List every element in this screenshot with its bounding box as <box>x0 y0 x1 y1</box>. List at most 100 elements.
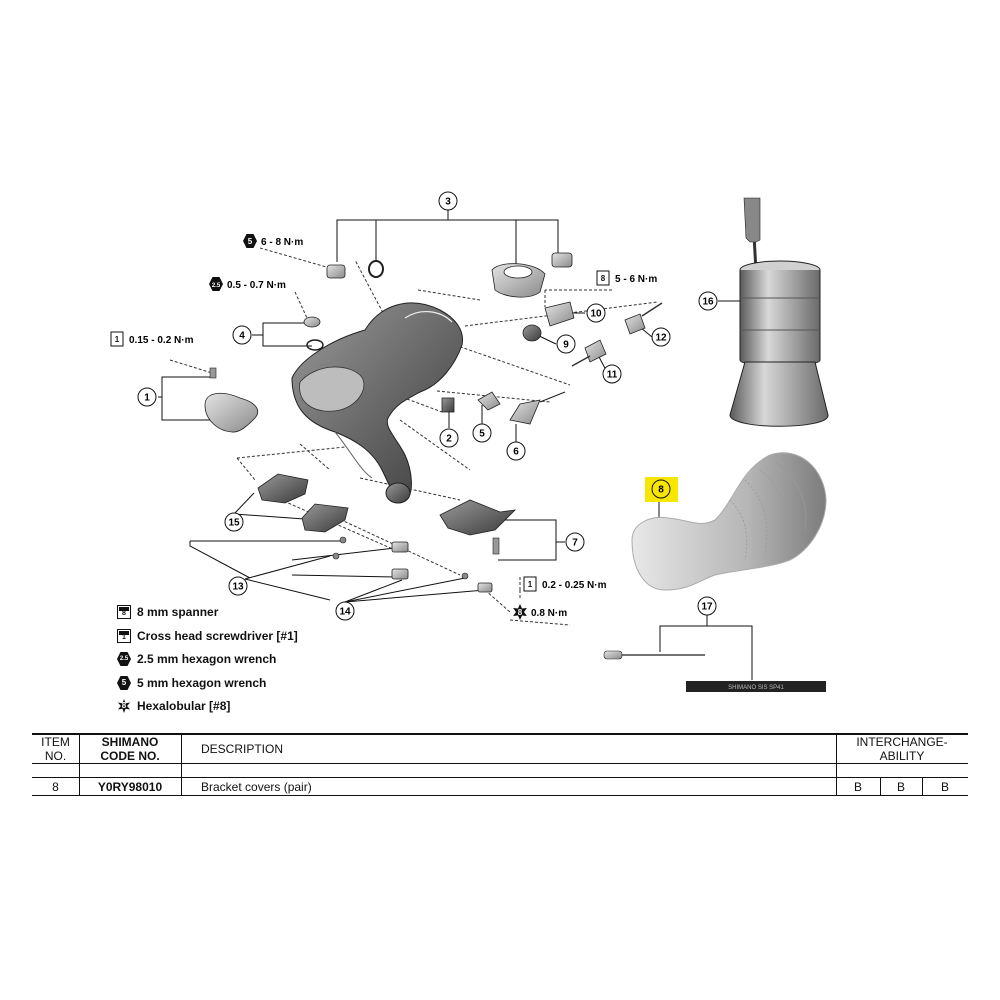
hex-wrench-icon <box>209 277 223 291</box>
tool-code: 1 <box>115 335 120 344</box>
main-lever-body <box>291 302 464 504</box>
torque-hex5: 5 6 - 8 N·m <box>243 234 303 248</box>
row-interchange-c: B <box>940 779 949 794</box>
callout-11: 11 <box>602 364 622 384</box>
legend-label: Cross head screwdriver [#1] <box>137 629 298 643</box>
cable-print: SHIMANO SIS SP41 <box>728 685 784 691</box>
part-2-5-6-small-parts <box>441 391 566 425</box>
row-description: Bracket covers (pair) <box>201 779 312 794</box>
torque-value: 0.8 N·m <box>531 608 567 619</box>
tool-code: 8 <box>518 608 523 617</box>
callout-1: 1 <box>137 387 157 407</box>
part-15-clamp-plates <box>257 473 349 533</box>
tool-code: 1 <box>528 580 533 589</box>
svg-text:5: 5 <box>479 429 485 440</box>
legend-label: 8 mm spanner <box>137 605 219 619</box>
callout-8: 8 <box>651 479 671 499</box>
svg-text:9: 9 <box>563 340 569 351</box>
legend-hexalobular: 8 Hexalobular [#8] <box>117 699 230 713</box>
screwdriver-icon <box>523 576 537 592</box>
leader-lines <box>158 210 753 680</box>
callout-13: 13 <box>228 576 248 596</box>
part-16-installation-tool <box>729 197 829 427</box>
legend-label: 2.5 mm hexagon wrench <box>137 652 277 666</box>
callout-2: 2 <box>439 428 459 448</box>
svg-text:16: 16 <box>702 297 714 308</box>
hex-wrench-icon <box>243 234 257 248</box>
svg-text:11: 11 <box>607 370 618 381</box>
part-3-fixing-parts <box>326 252 573 298</box>
callout-4: 4 <box>232 325 252 345</box>
tool-code: 5 <box>248 237 253 246</box>
part-8-bracket-cover <box>631 452 827 591</box>
hex-wrench-icon: 2.5 <box>117 652 131 666</box>
torque-value: 5 - 6 N·m <box>615 274 657 285</box>
svg-text:8: 8 <box>658 485 664 496</box>
tool-code: 8 <box>601 274 606 283</box>
legend-screwdriver: 1 Cross head screwdriver [#1] <box>117 629 298 643</box>
svg-text:15: 15 <box>228 518 240 529</box>
svg-text:1: 1 <box>144 393 150 404</box>
torque-labels: 5 6 - 8 N·m 2.5 0.5 - 0.7 N·m 1 0.15 - 0.2 N·… <box>110 234 657 620</box>
part-1-lever-cap <box>204 367 259 433</box>
torque-value: 6 - 8 N·m <box>261 237 303 248</box>
svg-text:13: 13 <box>232 582 244 593</box>
svg-text:2: 2 <box>446 434 452 445</box>
header-interchangeability: INTERCHANGE-ABILITY <box>856 735 948 763</box>
legend-hex-5: 5 5 mm hexagon wrench <box>117 676 266 690</box>
callout-16: 16 <box>698 291 718 311</box>
svg-text:10: 10 <box>590 309 602 320</box>
part-4-screw-washer <box>303 316 324 351</box>
svg-text:17: 17 <box>701 602 713 613</box>
row-code-no: Y0RY98010 <box>97 779 163 794</box>
row-item-no: 8 <box>52 779 59 794</box>
part-13-14-bolts <box>332 536 493 593</box>
legend-spanner: 8 8 mm spanner <box>117 605 218 619</box>
hex-wrench-icon: 5 <box>117 676 131 690</box>
svg-text:6: 6 <box>513 447 519 458</box>
svg-text:4: 4 <box>239 331 245 342</box>
part-7-cover-plate <box>439 499 517 555</box>
header-description: DESCRIPTION <box>201 742 284 756</box>
torque-hexalobular: 8 0.8 N·m <box>513 604 567 620</box>
screwdriver-icon <box>110 331 124 347</box>
torque-screw-bottom: 1 0.2 - 0.25 N·m <box>523 576 607 592</box>
row-interchange-b: B <box>896 779 905 794</box>
legend-hex-25: 2.5 2.5 mm hexagon wrench <box>117 652 276 666</box>
callout-17: 17 <box>697 596 717 616</box>
torque-spanner: 8 5 - 6 N·m <box>596 270 657 286</box>
tool-code: 2.5 <box>212 283 221 289</box>
callout-10: 10 <box>586 303 606 323</box>
torque-value: 0.15 - 0.2 N·m <box>129 335 194 346</box>
callout-14: 14 <box>335 601 355 621</box>
part-17-inner-cable <box>603 650 826 692</box>
callout-5: 5 <box>472 423 492 443</box>
hexalobular-icon <box>513 604 527 620</box>
callout-9: 9 <box>556 334 576 354</box>
callout-15: 15 <box>224 512 244 532</box>
hexalobular-icon: 8 <box>117 699 131 713</box>
legend-label: 5 mm hexagon wrench <box>137 676 267 690</box>
part-9-10-11-12 <box>522 301 663 367</box>
callout-3: 3 <box>438 191 458 211</box>
torque-hex25: 2.5 0.5 - 0.7 N·m <box>209 277 286 291</box>
spanner-icon: 8 <box>117 605 131 619</box>
callout-7: 7 <box>565 532 585 552</box>
row-interchange-a: B <box>853 779 862 794</box>
svg-text:7: 7 <box>572 538 578 549</box>
callout-6: 6 <box>506 441 526 461</box>
svg-text:12: 12 <box>655 333 667 344</box>
svg-text:14: 14 <box>339 607 351 618</box>
spanner-icon <box>596 270 610 286</box>
svg-text:3: 3 <box>445 197 451 208</box>
screwdriver-icon: 1 <box>117 629 131 643</box>
legend-label: Hexalobular [#8] <box>137 699 231 713</box>
torque-value: 0.2 - 0.25 N·m <box>542 580 607 591</box>
callout-12: 12 <box>651 327 671 347</box>
torque-value: 0.5 - 0.7 N·m <box>227 280 286 291</box>
